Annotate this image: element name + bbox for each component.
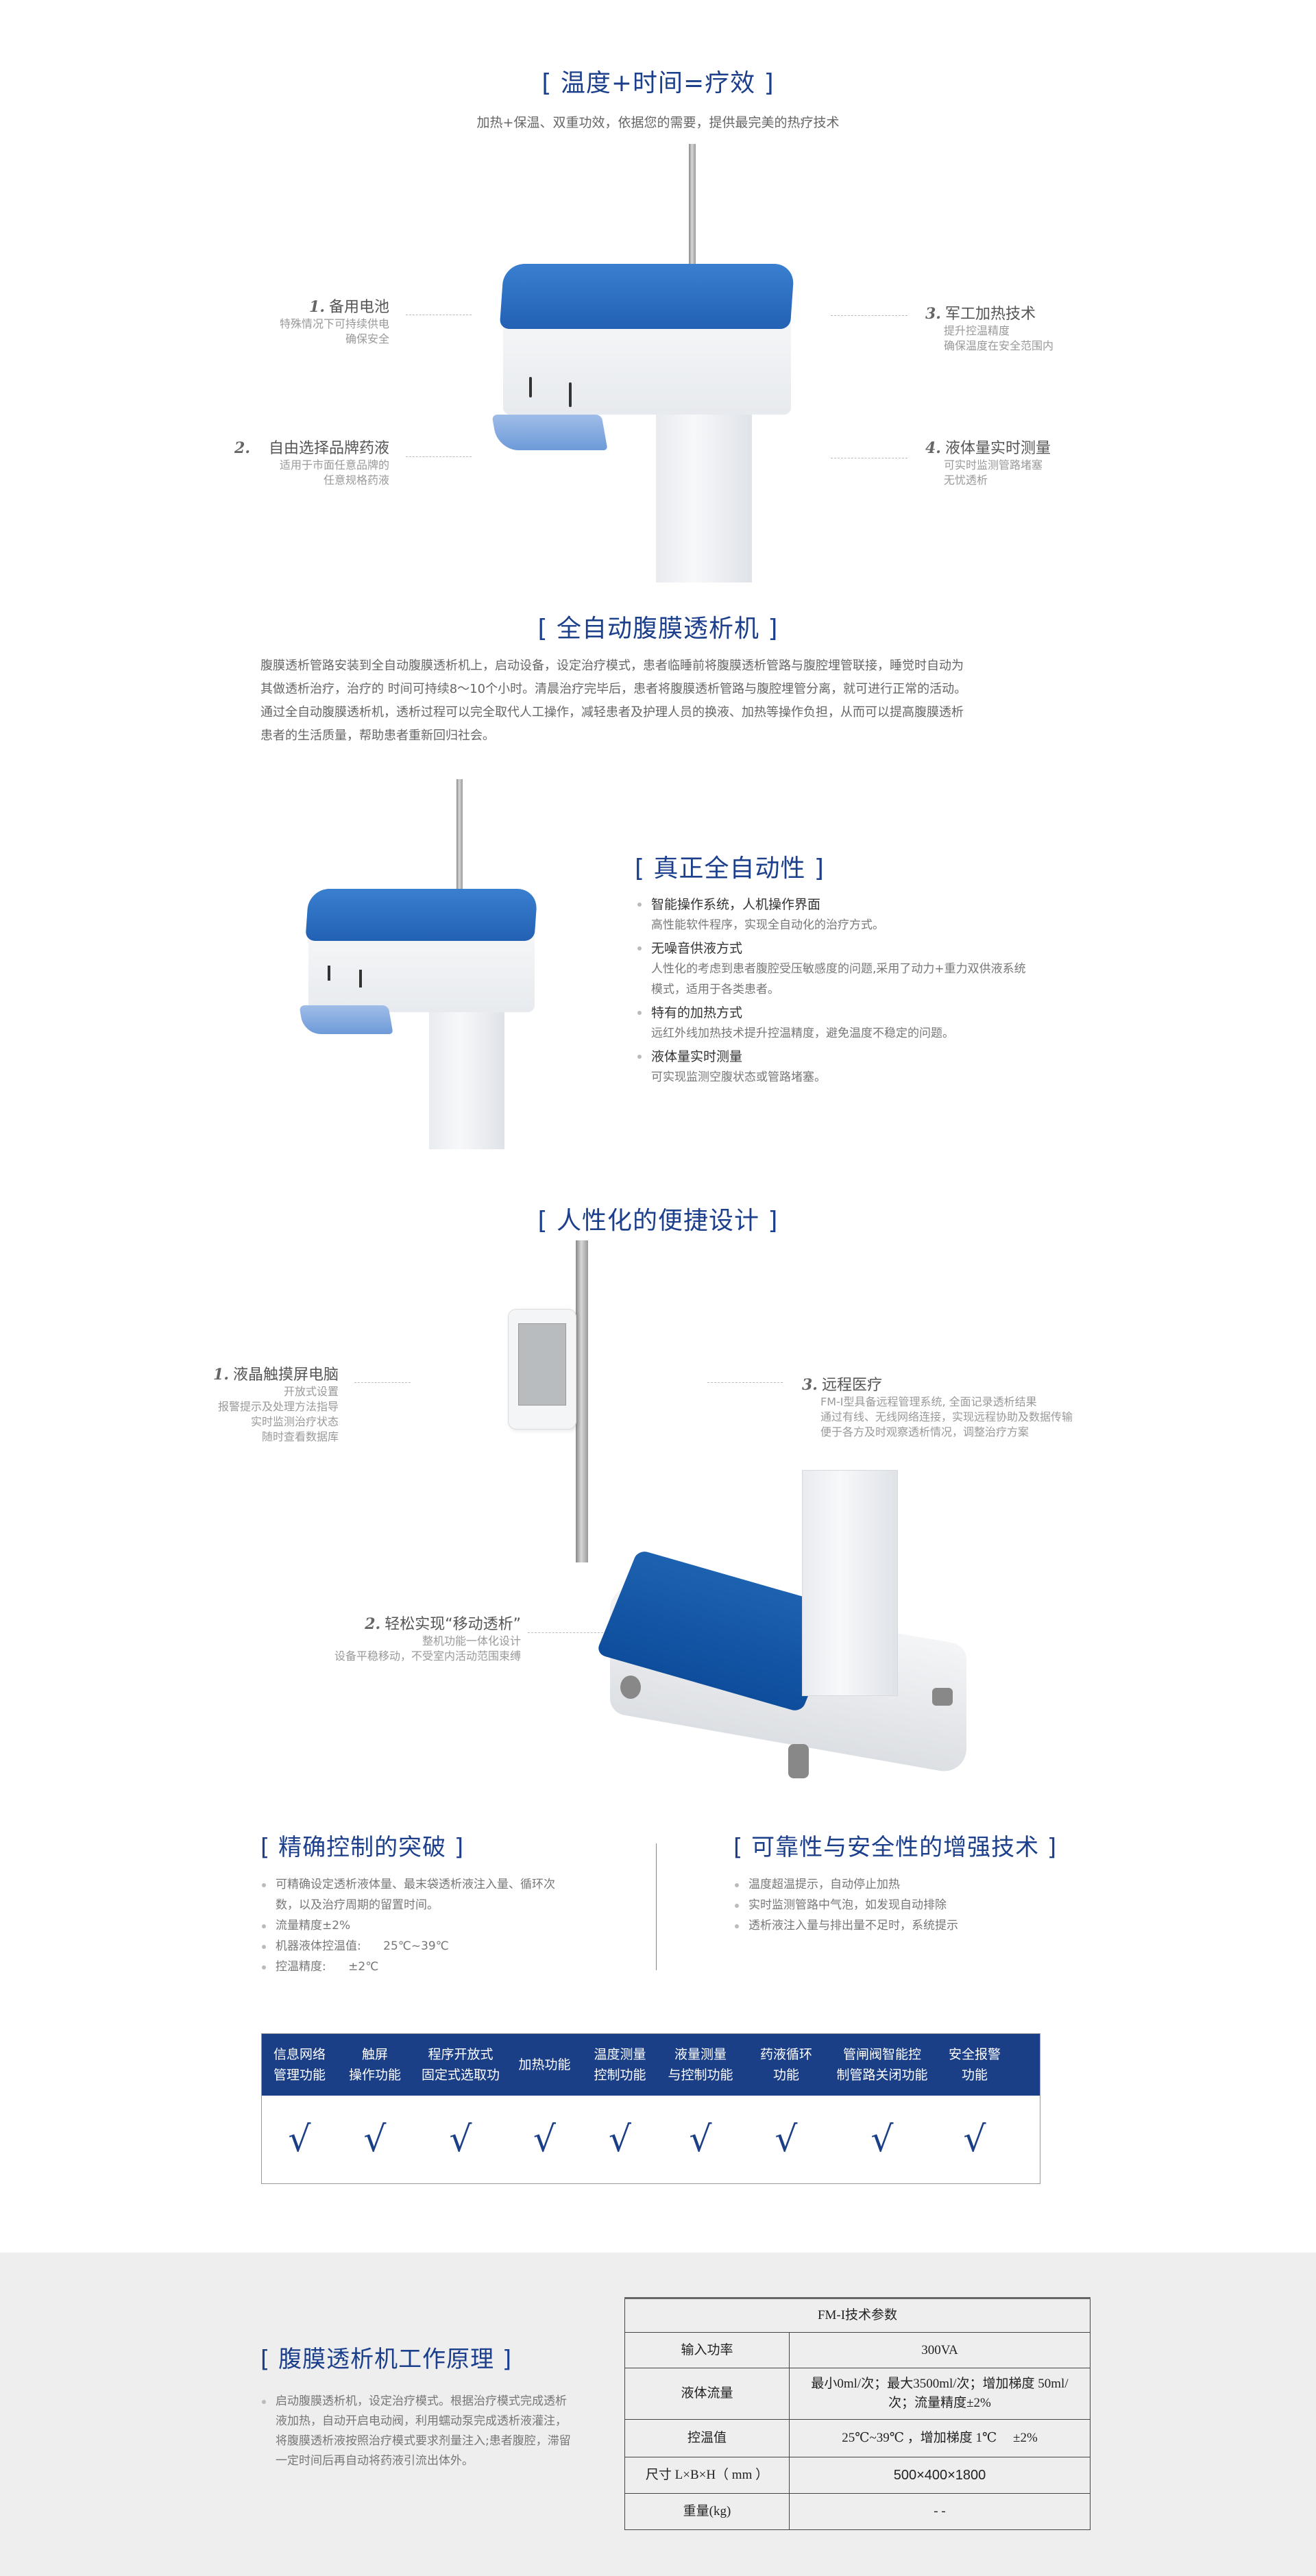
spec-row: 输入功率 300VA — [624, 2332, 1090, 2368]
check-icon: √ — [963, 2119, 986, 2160]
function-header-program: 程序开放式固定式选取功 — [421, 2047, 500, 2083]
spec-row: 尺寸 L×B×H（ mm ） 500×400×1800 — [624, 2457, 1090, 2494]
callout-touchscreen-pc: 1.液晶触摸屏电脑 开放式设置 报警提示及处理方法指导 实时监测治疗状态 随时查… — [213, 1366, 339, 1443]
spec-row: 液体流量 最小0ml/次；最大3500ml/次；增加梯度 50ml/次；流量精度… — [624, 2368, 1090, 2420]
spec-label: 输入功率 — [624, 2332, 790, 2368]
spec-row: 重量(kg) - - — [624, 2493, 1090, 2530]
spec-label: 尺寸 L×B×H（ mm ） — [624, 2457, 790, 2494]
function-header-touchscreen: 触屏操作功能 — [348, 2047, 401, 2083]
list-item: 透析液注入量与排出量不足时，系统提示 — [735, 1915, 1077, 1936]
spec-label: 液体流量 — [624, 2368, 790, 2420]
function-table-header: 信息网络管理功能 触屏操作功能 程序开放式固定式选取功 加热功能 温度测量控制功… — [262, 2034, 1040, 2096]
callout-brand-solution: 2. 自由选择品牌药液 适用于市面任意品牌的 任意规格药液 — [234, 439, 389, 487]
principle-list: 启动腹膜透析机，设定治疗模式。根据治疗模式完成透析液加热，自动开启电动阀，利用蠕… — [262, 2392, 577, 2471]
callout-mobile-dialysis: 2.轻松实现“移动透析” 整机功能一体化设计 设备平稳移动，不受室内活动范围束缚 — [334, 1615, 521, 1663]
spec-table: FM-I技术参数 输入功率 300VA 液体流量 最小0ml/次；最大3500m… — [624, 2297, 1090, 2530]
function-table: 信息网络管理功能 触屏操作功能 程序开放式固定式选取功 加热功能 温度测量控制功… — [261, 2033, 1040, 2184]
feature-item: 无噪音供液方式 人性化的考虑到患者腹腔受压敏感度的问题,采用了动力+重力双供液系… — [637, 938, 1090, 1000]
spec-row: 控温值 25℃~39℃ ，增加梯度 1℃ ±2% — [624, 2419, 1090, 2457]
mobile-base-illustration — [596, 1470, 966, 1785]
section-title-temperature-time: [ 温度+时间=疗效 ] — [541, 69, 775, 97]
function-header-circulation: 药液循环功能 — [759, 2047, 812, 2083]
column-divider — [656, 1843, 657, 1970]
spec-value: 300VA — [789, 2332, 1090, 2368]
callout-fluid-measure: 4.液体量实时测量 可实时监测管路堵塞 无忧透析 — [925, 439, 1051, 487]
list-item: 温度超温提示，自动停止加热 — [735, 1874, 1077, 1895]
caster-wheel — [788, 1744, 809, 1778]
check-icon: √ — [288, 2119, 311, 2160]
device-illustration-top — [491, 144, 795, 582]
reliability-list: 温度超温提示，自动停止加热 实时监测管路中气泡，如发现自动排除 透析液注入量与排… — [735, 1874, 1077, 1936]
section-title-convenient-design: [ 人性化的便捷设计 ] — [537, 1207, 779, 1235]
caster-wheel — [932, 1688, 953, 1706]
callout-leader-line — [831, 315, 907, 316]
spec-label: 重量(kg) — [624, 2493, 790, 2530]
section-title-auto-pd-machine: [ 全自动腹膜透析机 ] — [537, 615, 779, 643]
tray-handle — [491, 415, 608, 450]
section-title-full-automation: [ 真正全自动性 ] — [635, 855, 825, 883]
check-icon: √ — [689, 2119, 712, 2160]
device-lid — [305, 889, 538, 941]
list-item: 控温精度: ±2℃ — [262, 1956, 577, 1977]
list-item: 启动腹膜透析机，设定治疗模式。根据治疗模式完成透析液加热，自动开启电动阀，利用蠕… — [262, 2392, 577, 2471]
function-table-body: √ √ √ √ √ √ √ √ √ — [262, 2096, 1040, 2183]
function-header-network: 信息网络管理功能 — [273, 2047, 326, 2083]
section-title-working-principle: [ 腹膜透析机工作原理 ] — [260, 2346, 513, 2373]
check-icon: √ — [775, 2119, 798, 2160]
callout-backup-battery: 1.备用电池 特殊情况下可持续供电 确保安全 — [279, 298, 389, 345]
list-item: 可精确设定透析液体量、最末袋透析液注入量、循环次数，以及治疗周期的留置时间。 — [262, 1874, 577, 1915]
intro-paragraph: 腹膜透析管路安装到全自动腹膜透析机上，启动设备，设定治疗模式，患者临睡前将腹膜透… — [260, 659, 967, 743]
precise-control-list: 可精确设定透析液体量、最末袋透析液注入量、循环次数，以及治疗周期的留置时间。 流… — [262, 1874, 577, 1977]
section-subtitle: 加热+保温、双重功效，依据您的需要，提供最完美的热疗技术 — [476, 115, 840, 130]
iv-pole — [576, 1240, 588, 1562]
spec-value: - - — [789, 2493, 1090, 2530]
tray-handle — [299, 1005, 393, 1034]
touchscreen-device — [508, 1309, 576, 1430]
callout-leader-line — [354, 1382, 411, 1383]
feature-item: 特有的加热方式 远红外线加热技术提升控温精度，避免温度不稳定的问题。 — [637, 1003, 1090, 1044]
callout-leader-line — [528, 1632, 603, 1633]
iv-pole — [456, 779, 463, 896]
device-column — [802, 1470, 898, 1696]
slot — [359, 970, 362, 988]
check-icon: √ — [533, 2119, 557, 2160]
device-illustration-second — [299, 779, 548, 1149]
section-title-reliability-safety: [ 可靠性与安全性的增强技术 ] — [733, 1834, 1058, 1861]
spec-value: 最小0ml/次；最大3500ml/次；增加梯度 50ml/次；流量精度±2% — [789, 2368, 1090, 2420]
slot — [569, 382, 572, 407]
caster-wheel — [620, 1676, 641, 1699]
check-icon: √ — [870, 2119, 894, 2160]
spec-table-caption: FM-I技术参数 — [624, 2298, 1090, 2333]
function-header-heating: 加热功能 — [518, 2057, 571, 2072]
list-item: 实时监测管路中气泡，如发现自动排除 — [735, 1895, 1077, 1915]
spec-value: 500×400×1800 — [789, 2457, 1090, 2494]
feature-list: 智能操作系统，人机操作界面 高性能软件程序，实现全自动化的治疗方式。 无噪音供液… — [637, 894, 1090, 1088]
check-icon: √ — [449, 2119, 472, 2160]
function-header-fluid-measure: 液量测量与控制功能 — [668, 2047, 733, 2083]
spec-label: 控温值 — [624, 2419, 790, 2457]
iv-pole — [689, 144, 696, 302]
slot — [328, 966, 330, 981]
callout-leader-line — [707, 1382, 783, 1383]
function-header-alarm: 安全报警功能 — [948, 2047, 1001, 2083]
check-icon: √ — [608, 2119, 632, 2160]
check-icon: √ — [363, 2119, 387, 2160]
callout-leader-line — [406, 456, 472, 457]
slot — [529, 377, 532, 397]
section-title-precise-control: [ 精确控制的突破 ] — [260, 1834, 465, 1861]
touchscreen-illustration — [504, 1240, 607, 1562]
device-lid — [499, 264, 795, 329]
touchscreen-display — [518, 1323, 566, 1406]
callout-remote-care: 3.远程医疗 FM-I型具备远程管理系统, 全面记录透析结果 通过有线、无线网络… — [802, 1376, 1073, 1438]
spec-value: 25℃~39℃ ，增加梯度 1℃ ±2% — [789, 2419, 1090, 2457]
callout-heating-tech: 3.军工加热技术 提升控温精度 确保温度在安全范围内 — [925, 305, 1054, 352]
function-header-temperature: 温度测量控制功能 — [594, 2047, 646, 2083]
list-item: 流量精度±2% — [262, 1915, 577, 1936]
feature-item: 液体量实时测量 可实现监测空腹状态或管路堵塞。 — [637, 1046, 1090, 1088]
feature-item: 智能操作系统，人机操作界面 高性能软件程序，实现全自动化的治疗方式。 — [637, 894, 1090, 935]
list-item: 机器液体控温值: 25℃~39℃ — [262, 1936, 577, 1956]
function-header-valve: 管闸阀智能控制管路关闭功能 — [836, 2047, 928, 2083]
device-column — [429, 1012, 504, 1149]
